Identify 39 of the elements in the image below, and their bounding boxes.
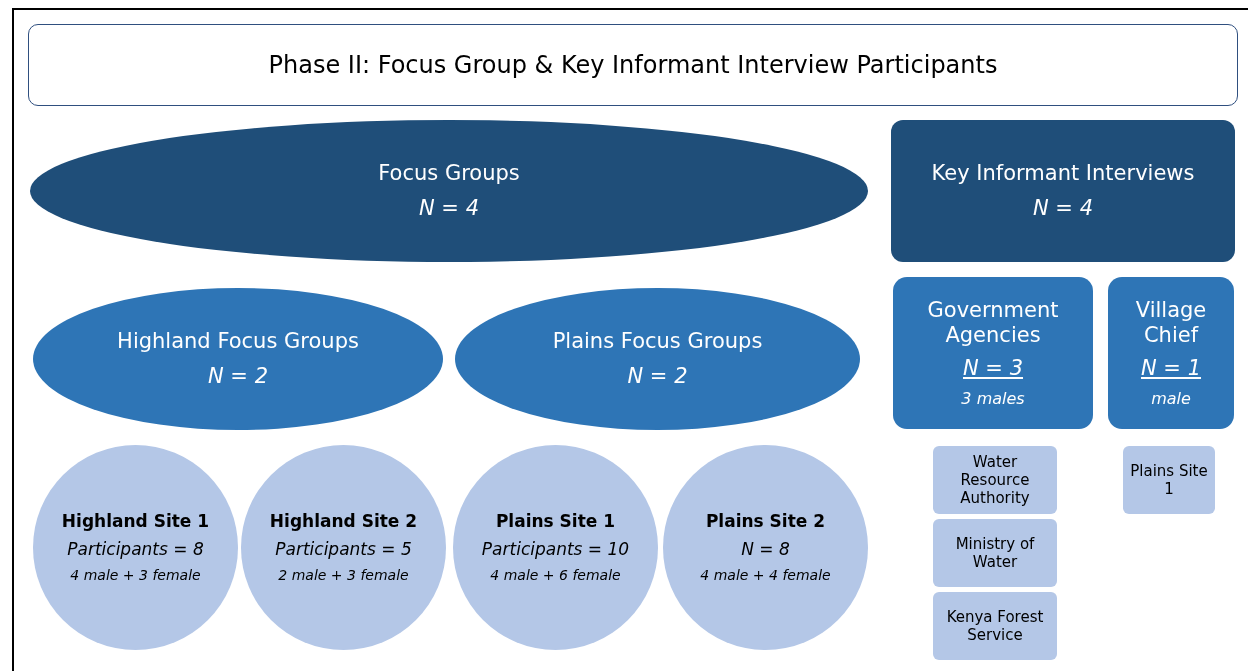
node-text: N = 4	[1033, 196, 1093, 222]
node-text: N = 4	[419, 196, 479, 222]
node-text: 4 male + 4 female	[700, 567, 831, 585]
node-heading: Highland Site 2	[269, 510, 418, 532]
node-text: N = 2	[208, 364, 268, 390]
node-text: N = 8	[741, 539, 790, 560]
node-text: N = 3	[963, 356, 1023, 382]
node-text: 4 male + 6 female	[490, 567, 621, 585]
category-box	[891, 120, 1235, 262]
node-heading: Focus Groups	[378, 160, 520, 186]
node-heading: Plains Site 1	[1129, 462, 1209, 498]
node-heading: Highland Focus Groups	[117, 328, 359, 354]
node-heading: Village Chief	[1134, 297, 1208, 348]
node-heading: Plains Focus Groups	[552, 328, 763, 354]
member-box	[933, 519, 1057, 587]
member-box	[933, 592, 1057, 660]
node-text: 4 male + 3 female	[70, 567, 201, 585]
member-box	[1123, 446, 1215, 514]
category-box	[893, 277, 1093, 429]
node-heading: Ministry of Water	[954, 535, 1036, 571]
node-text: Participants = 8	[67, 539, 204, 560]
node-text: N = 1	[1141, 356, 1201, 382]
node-text: Participants = 5	[275, 539, 412, 560]
node-heading: Key Informant Interviews	[931, 160, 1195, 186]
node-heading: Plains Site 1	[495, 510, 616, 532]
node-heading: Phase II: Focus Group & Key Informant Interview Participants	[268, 50, 998, 80]
node-text: Participants = 10	[481, 539, 630, 560]
node-heading: Kenya Forest Service	[945, 608, 1045, 644]
node-heading: Plains Site 2	[705, 510, 826, 532]
node-text: 2 male + 3 female	[278, 567, 409, 585]
member-box	[933, 446, 1057, 514]
node-heading: Government Agencies	[926, 297, 1060, 348]
node-text: male	[1151, 389, 1191, 409]
node-text: N = 2	[627, 364, 688, 390]
node-text: 3 males	[961, 389, 1025, 409]
title-box	[28, 24, 1238, 106]
node-heading: Highland Site 1	[61, 510, 210, 532]
category-box	[1108, 277, 1234, 429]
node-heading: Water Resource Authority	[959, 453, 1031, 507]
